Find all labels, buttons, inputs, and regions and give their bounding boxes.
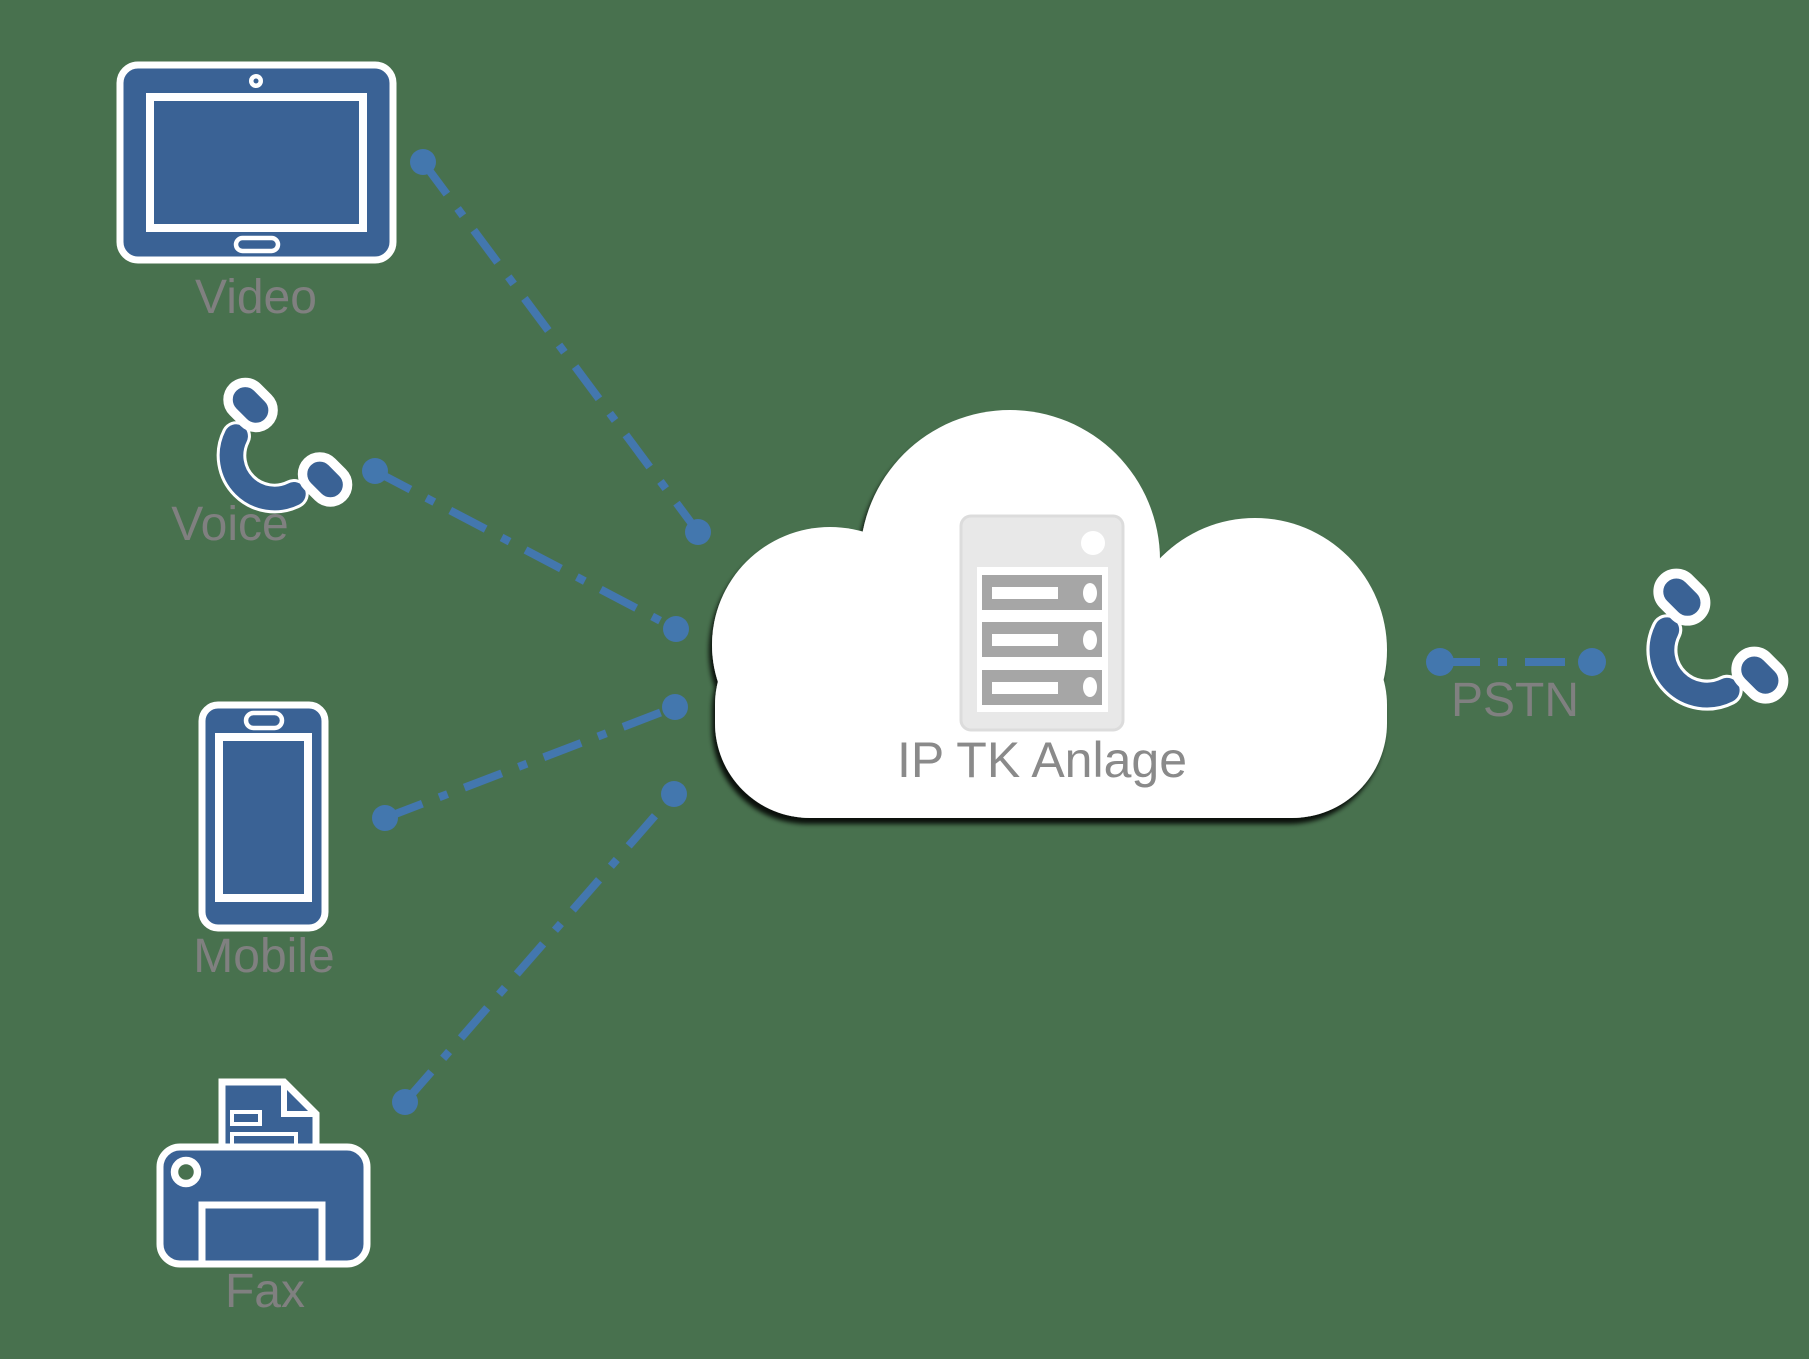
connector-dot-mobile-start [372,805,398,831]
connector-voice-hub [373,467,678,633]
connector-dot-video-end [685,519,711,545]
server-drive-led [1083,583,1097,603]
smartphone-icon [198,701,329,932]
fax-document-fold [281,1082,316,1117]
connections-layer [362,149,1606,1115]
server-drive-slot [992,682,1058,694]
fax-button [170,1156,202,1188]
voice-label: Voice [171,498,288,551]
video-label: Video [195,271,317,324]
hub-label: IP TK Anlage [897,732,1187,788]
connector-dot-voice-start [362,458,388,484]
server-power-light [1081,531,1105,555]
mobile-label: Mobile [193,930,334,983]
smartphone-speaker [243,710,285,731]
fax-label: Fax [225,1265,305,1318]
tablet-camera-dot [253,78,259,84]
connector-dot-pstn-end [1578,648,1606,676]
server-drive-led [1083,630,1097,650]
server-drive-led [1083,677,1097,697]
server-icon [959,514,1125,732]
connector-dot-fax-start [392,1089,418,1115]
connector-dot-video-start [410,149,436,175]
connector-dot-mobile-end [662,694,688,720]
pstn-label: PSTN [1451,674,1579,727]
tablet-home-button [233,235,281,254]
server-drive-slot [992,587,1058,599]
connector-dot-voice-end [663,616,689,642]
connector-dot-fax-end [661,781,687,807]
tablet-icon [116,61,397,264]
connector-fax-hub [401,791,678,1105]
tablet-body [116,61,397,264]
pstn-phone-handset-icon [1618,566,1791,739]
tablet-screen [146,93,367,232]
fax-text-line [230,1110,262,1126]
connector-dot-pstn-start [1426,648,1454,676]
connector-mobile-hub [383,703,677,822]
cloud-icon: IP TK Anlage [712,410,1387,818]
smartphone-screen [215,733,312,902]
connector-video-hub [419,159,702,535]
fax-paper-tray [198,1201,326,1268]
smartphone-body [198,701,329,932]
server-drive-slot [992,634,1058,646]
fax-printer-icon [156,1078,371,1268]
